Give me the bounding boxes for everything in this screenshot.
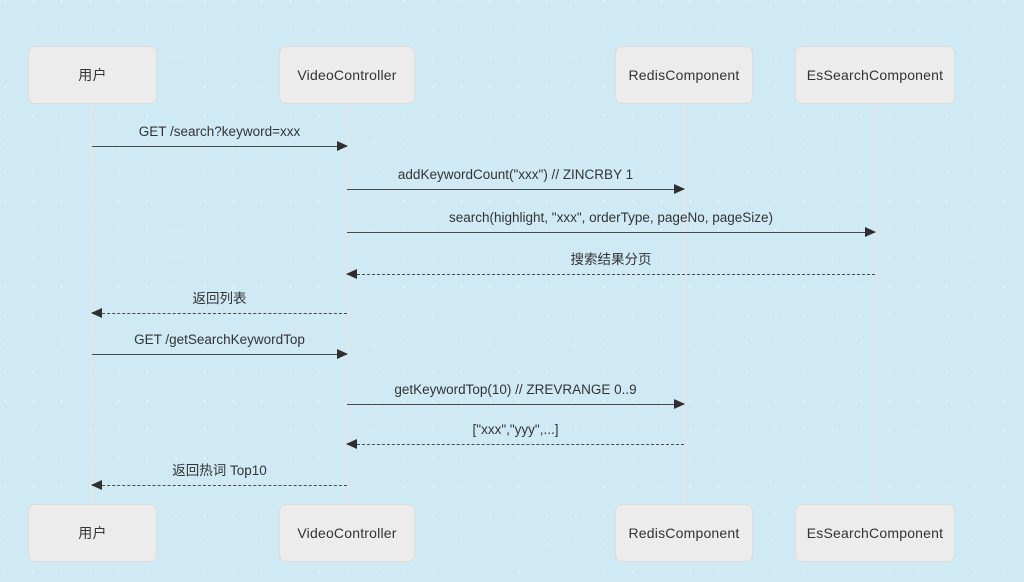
participant-top-rediscomponent[interactable]: RedisComponent bbox=[615, 46, 753, 104]
participant-label: VideoController bbox=[297, 525, 397, 541]
message-label: GET /getSearchKeywordTop bbox=[134, 331, 305, 347]
message-label: 返回热词 Top10 bbox=[172, 462, 267, 478]
arrowhead-icon bbox=[346, 269, 357, 279]
arrowhead-icon bbox=[337, 349, 348, 359]
arrowhead-icon bbox=[674, 399, 685, 409]
message-label: 搜索结果分页 bbox=[570, 251, 652, 267]
message-line bbox=[92, 146, 347, 147]
message-label: getKeywordTop(10) // ZREVRANGE 0..9 bbox=[394, 381, 637, 397]
message-line bbox=[347, 189, 684, 190]
participant-top-user[interactable]: 用户 bbox=[28, 46, 157, 104]
lifeline-rediscomponent bbox=[683, 104, 685, 504]
arrowhead-icon bbox=[337, 141, 348, 151]
lifeline-videocontroller bbox=[346, 104, 348, 504]
participant-top-videocontroller[interactable]: VideoController bbox=[279, 46, 415, 104]
message-line bbox=[347, 404, 684, 405]
arrowhead-icon bbox=[865, 227, 876, 237]
participant-bottom-essearchcomponent[interactable]: EsSearchComponent bbox=[795, 504, 955, 562]
participant-label: 用户 bbox=[78, 525, 107, 541]
participant-label: RedisComponent bbox=[628, 67, 740, 83]
message-line bbox=[347, 232, 875, 233]
message-line bbox=[347, 444, 684, 445]
message-line bbox=[347, 274, 875, 275]
arrowhead-icon bbox=[674, 184, 685, 194]
participant-label: EsSearchComponent bbox=[806, 67, 944, 83]
message-line bbox=[92, 485, 347, 486]
participant-top-essearchcomponent[interactable]: EsSearchComponent bbox=[795, 46, 955, 104]
participant-label: 用户 bbox=[78, 67, 107, 83]
lifeline-essearchcomponent bbox=[874, 104, 876, 504]
participant-bottom-user[interactable]: 用户 bbox=[28, 504, 157, 562]
message-label: search(highlight, "xxx", orderType, page… bbox=[448, 209, 774, 225]
message-label: addKeywordCount("xxx") // ZINCRBY 1 bbox=[397, 166, 634, 182]
participant-bottom-videocontroller[interactable]: VideoController bbox=[279, 504, 415, 562]
arrowhead-icon bbox=[346, 439, 357, 449]
message-label: GET /search?keyword=xxx bbox=[138, 123, 301, 139]
participant-label: RedisComponent bbox=[628, 525, 740, 541]
arrowhead-icon bbox=[91, 480, 102, 490]
message-line bbox=[92, 354, 347, 355]
arrowhead-icon bbox=[91, 308, 102, 318]
participant-label: VideoController bbox=[297, 67, 397, 83]
participant-bottom-rediscomponent[interactable]: RedisComponent bbox=[615, 504, 753, 562]
message-label: 返回列表 bbox=[192, 290, 247, 306]
participant-label: EsSearchComponent bbox=[806, 525, 944, 541]
message-label: ["xxx","yyy",...] bbox=[472, 421, 559, 437]
message-line bbox=[92, 313, 347, 314]
lifeline-user bbox=[91, 104, 93, 504]
